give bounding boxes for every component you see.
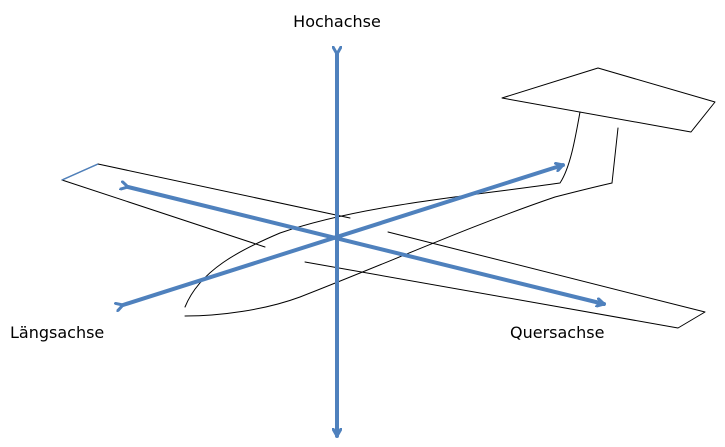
lateral-axis-arrow [128,187,606,304]
aircraft-outline [61,67,716,329]
left-wing-tip-accent [61,163,99,181]
axis-arrows [123,54,606,438]
lateral-axis-label: Quersachse [510,323,604,342]
longitudinal-axis-arrow [123,165,565,305]
tail-fin-rear-edge [611,127,619,184]
longitudinal-axis-label: Längsachse [10,323,104,342]
horizontal-stabilizer-outline [501,67,716,133]
vertical-axis-label: Hochachse [293,12,381,31]
fuselage-lower-edge [184,182,613,317]
